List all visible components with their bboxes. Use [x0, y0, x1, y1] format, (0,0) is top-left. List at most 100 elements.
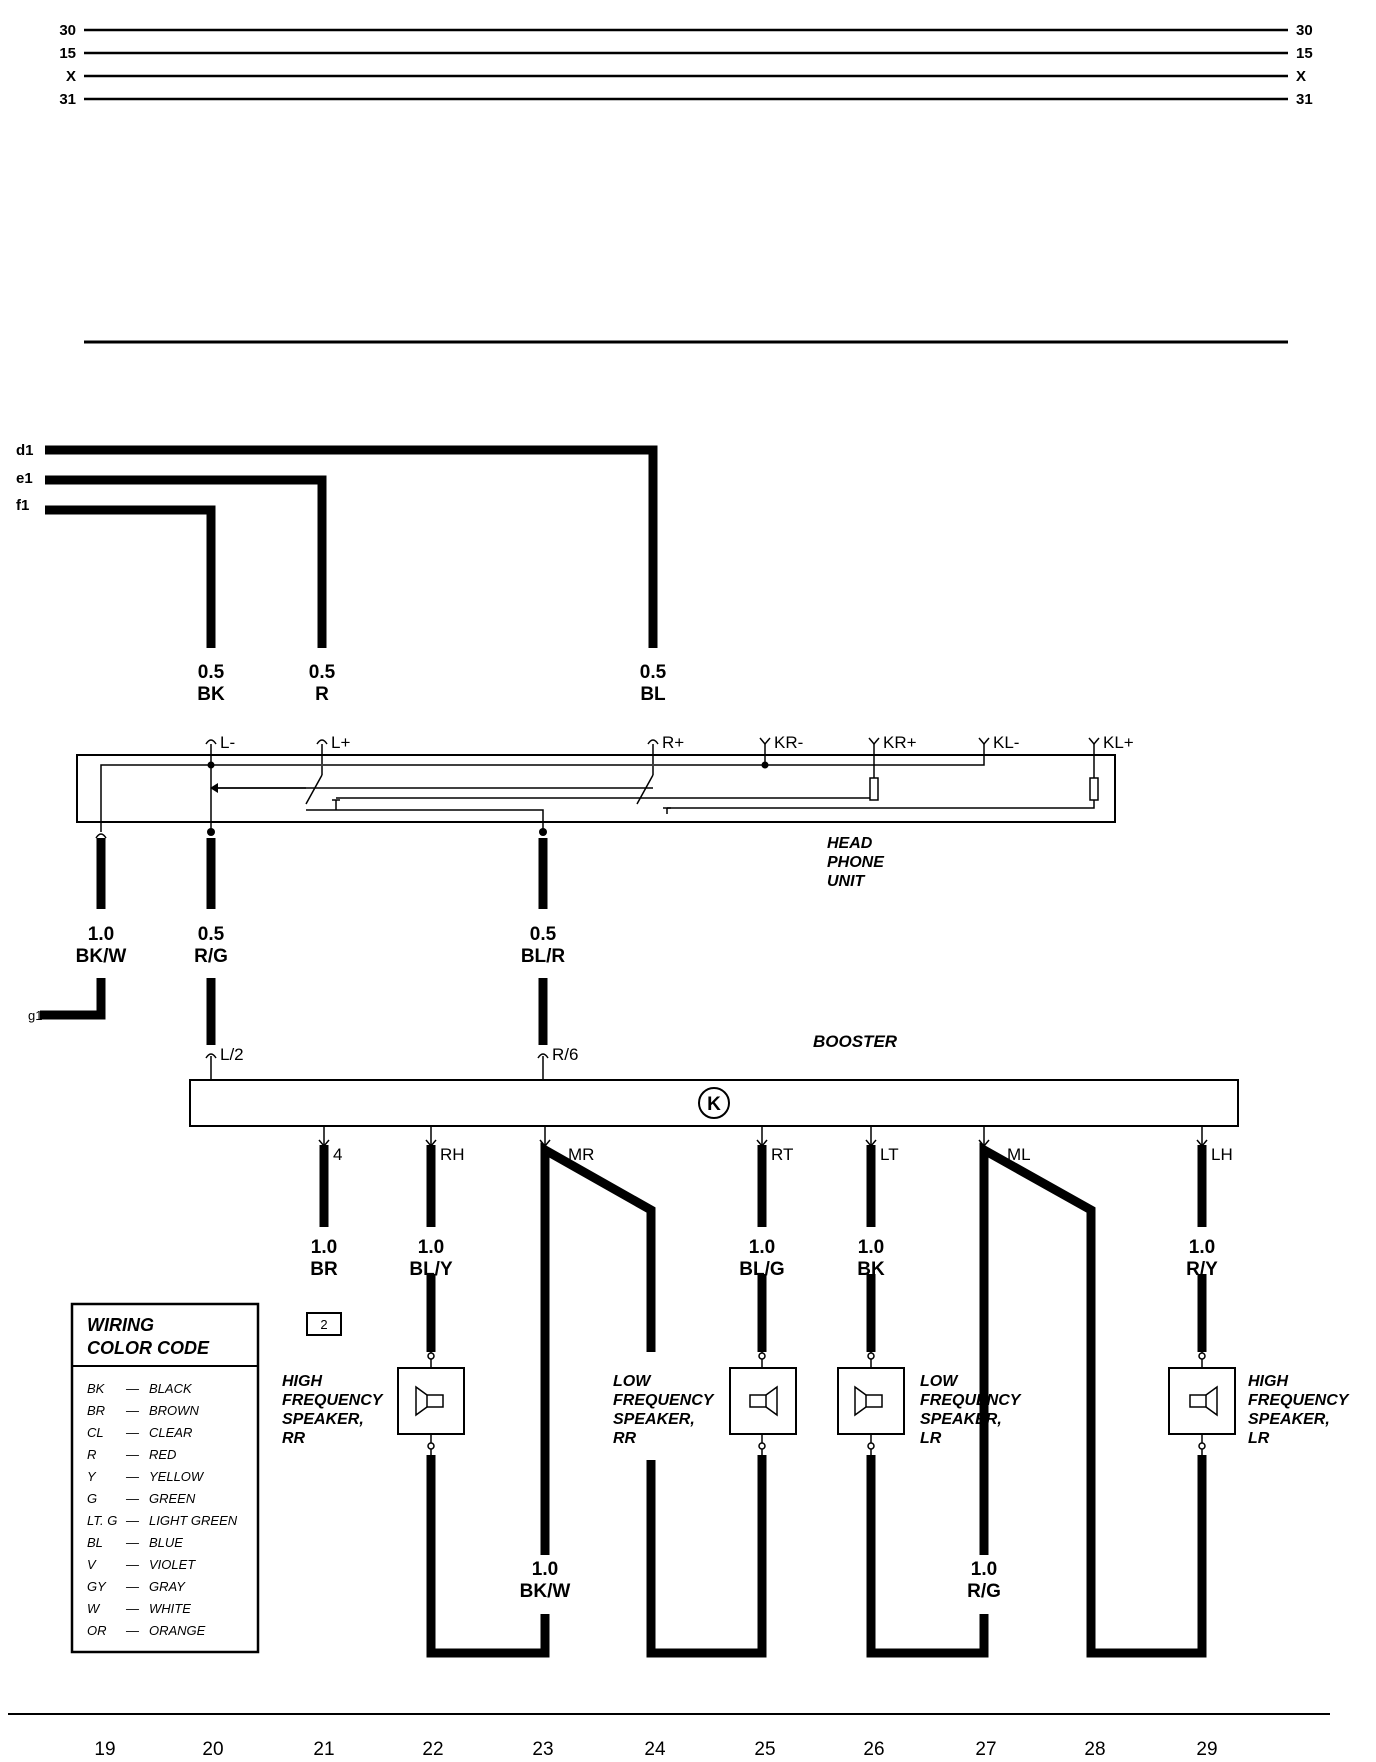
- legend-name: VIOLET: [149, 1557, 196, 1572]
- legend-title-1: WIRING: [87, 1315, 154, 1335]
- svg-text:PHONE: PHONE: [827, 854, 885, 871]
- legend-dash: —: [125, 1469, 140, 1484]
- grid-number: 27: [975, 1739, 996, 1760]
- legend-dash: —: [125, 1579, 140, 1594]
- legend-title-2: COLOR CODE: [87, 1338, 210, 1358]
- legend-code: CL: [87, 1425, 104, 1440]
- svg-text:LOW: LOW: [613, 1373, 652, 1390]
- wire-mr-size: 1.0: [532, 1559, 558, 1580]
- input-label-f1: f1: [16, 497, 29, 514]
- wire-lt-color: BK: [857, 1259, 885, 1280]
- wire-g1-size: 1.0: [88, 924, 114, 945]
- grid-number: 19: [94, 1739, 115, 1760]
- pin-label-kr-minus: KR-: [774, 733, 803, 752]
- svg-text:FREQUENCY: FREQUENCY: [920, 1392, 1022, 1409]
- speaker-lf-rr: [729, 1352, 797, 1455]
- input-label-d1: d1: [16, 442, 34, 459]
- svg-text:LR: LR: [920, 1430, 942, 1447]
- legend-dash: —: [125, 1491, 140, 1506]
- svg-text:FREQUENCY: FREQUENCY: [282, 1392, 384, 1409]
- svg-text:UNIT: UNIT: [827, 873, 866, 890]
- legend-code: BK: [87, 1381, 106, 1396]
- bus-label-x-right: X: [1296, 68, 1306, 85]
- legend-dash: —: [125, 1513, 140, 1528]
- wire-mr-color: BK/W: [520, 1581, 571, 1602]
- legend-name: YELLOW: [149, 1469, 205, 1484]
- legend-code: V: [87, 1557, 97, 1572]
- speaker-label-hf-lr: HIGH FREQUENCY SPEAKER, LR: [1248, 1373, 1350, 1447]
- legend-dash: —: [125, 1447, 140, 1462]
- bus-label-31-right: 31: [1296, 91, 1313, 108]
- thick-wires: [40, 445, 1207, 1658]
- booster-label: BOOSTER: [813, 1032, 898, 1051]
- legend-code: GY: [87, 1579, 107, 1594]
- wire-f1-size: 0.5: [198, 662, 225, 683]
- legend-items: BK — BLACK BR — BROWN CL — CLEAR R — RED…: [87, 1381, 238, 1638]
- wire-g1-color: BK/W: [76, 946, 127, 967]
- wire-lh-color: R/Y: [1186, 1259, 1218, 1280]
- svg-text:FREQUENCY: FREQUENCY: [613, 1392, 715, 1409]
- pin-label-l-minus: L-: [220, 733, 235, 752]
- power-bus: [84, 28, 1288, 101]
- grid-number: 23: [532, 1739, 553, 1760]
- legend-name: BLUE: [149, 1535, 183, 1550]
- speakers: [397, 1352, 1236, 1455]
- booster-pin-lt: LT: [880, 1145, 899, 1164]
- legend-code: BR: [87, 1403, 105, 1418]
- bus-label-15-right: 15: [1296, 45, 1313, 62]
- svg-text:HEAD: HEAD: [827, 835, 873, 852]
- wire-rt-size: 1.0: [749, 1237, 775, 1258]
- booster-pin-labels: L/2 R/6 4 RH MR RT LT ML LH: [220, 1045, 1233, 1164]
- grid-number: 22: [422, 1739, 443, 1760]
- svg-text:HIGH: HIGH: [282, 1373, 322, 1390]
- wire-rh-size: 1.0: [418, 1237, 444, 1258]
- resistor-kr: [869, 777, 879, 801]
- legend-name: BROWN: [149, 1403, 199, 1418]
- speaker-lf-lr: [837, 1352, 905, 1455]
- bus-label-15: 15: [59, 45, 76, 62]
- ground-reference-box: [306, 1312, 342, 1336]
- bus-label-30: 30: [59, 22, 76, 39]
- headphone-unit-box: [76, 754, 1116, 823]
- legend-name: LIGHT GREEN: [149, 1513, 238, 1528]
- booster-pin-lh: LH: [1211, 1145, 1233, 1164]
- bus-labels-right: 30 15 X 31: [1296, 22, 1313, 108]
- wire-e1-color: R: [315, 684, 329, 705]
- wire-rh-lower: [426, 1455, 550, 1658]
- headphone-unit: L- L+ R+ KR- KR+ KL- KL+ HEAD PHONE UNIT: [76, 733, 1134, 890]
- booster-pin-rh: RH: [440, 1145, 465, 1164]
- booster-pin-4: 4: [333, 1145, 342, 1164]
- wire-l2-size: 0.5: [198, 924, 225, 945]
- bus-label-31: 31: [59, 91, 76, 108]
- legend-code: BL: [87, 1535, 103, 1550]
- legend-name: WHITE: [149, 1601, 191, 1616]
- legend-code: OR: [87, 1623, 107, 1638]
- headphone-pin-labels: L- L+ R+ KR- KR+ KL- KL+: [220, 733, 1134, 752]
- booster-pin-rt: RT: [771, 1145, 793, 1164]
- legend-name: CLEAR: [149, 1425, 192, 1440]
- wire-mr: [540, 1142, 656, 1555]
- legend-code: G: [87, 1491, 97, 1506]
- legend-dash: —: [125, 1623, 140, 1638]
- legend-name: BLACK: [149, 1381, 193, 1396]
- booster-symbol: K: [707, 1094, 721, 1115]
- wire-d1-color: BL: [640, 684, 666, 705]
- legend-dash: —: [125, 1381, 140, 1396]
- wire-ml-size: 1.0: [971, 1559, 997, 1580]
- booster-box: [189, 1079, 1239, 1127]
- grid-number: 21: [313, 1739, 334, 1760]
- input-label-g1: g1: [28, 1008, 42, 1023]
- headphone-unit-label: HEAD PHONE UNIT: [827, 835, 885, 890]
- grid-number: 29: [1196, 1739, 1217, 1760]
- wire-4-size: 1.0: [311, 1237, 337, 1258]
- wire-g1-lower: [40, 978, 106, 1020]
- grid-number: 20: [202, 1739, 223, 1760]
- legend-dash: —: [125, 1535, 140, 1550]
- wire-f1: [45, 505, 216, 648]
- wire-4-color: BR: [310, 1259, 338, 1280]
- headphone-internal-wiring: [100, 744, 1095, 832]
- wire-e1-size: 0.5: [309, 662, 336, 683]
- svg-text:LR: LR: [1248, 1430, 1270, 1447]
- pin-label-kl-minus: KL-: [993, 733, 1019, 752]
